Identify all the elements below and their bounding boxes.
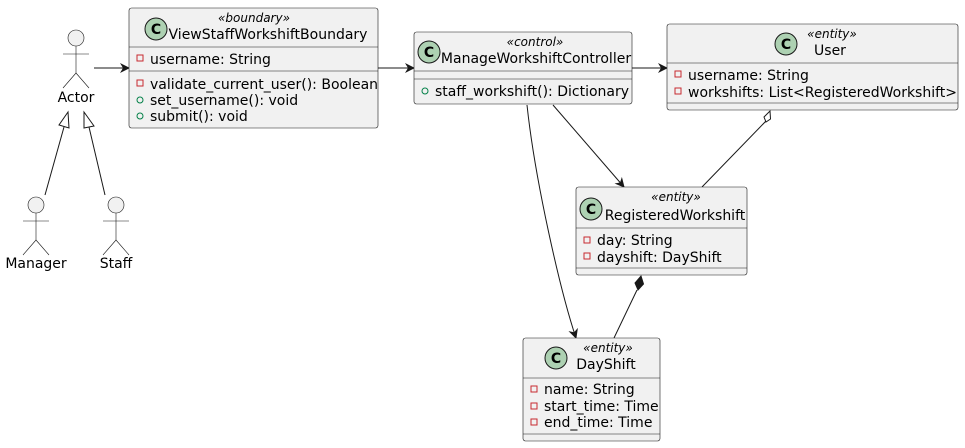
composition-diamond (634, 274, 645, 291)
public-visibility-icon (136, 112, 144, 120)
private-visibility-icon (583, 236, 591, 244)
private-visibility-icon (674, 70, 682, 78)
attribute: name: String (544, 382, 635, 398)
class-icon-letter: C (151, 22, 161, 38)
class-icon-letter: C (781, 37, 791, 53)
edge-staff-to-actor (88, 126, 106, 196)
method: validate_current_user(): Boolean (150, 77, 378, 93)
private-visibility-icon (530, 385, 538, 393)
class-stereotype: «entity» (651, 190, 701, 204)
edge-control-to-registered (552, 104, 625, 188)
class-name: DayShift (576, 357, 636, 373)
attribute: username: String (688, 68, 809, 84)
private-visibility-icon (530, 402, 538, 410)
private-visibility-icon (674, 87, 682, 95)
class-icon-letter: C (551, 351, 561, 367)
edge-control-to-dayshift (526, 104, 578, 339)
class-type-icon (774, 32, 798, 56)
private-visibility-icon (136, 54, 144, 62)
class-stereotype: «entity» (583, 341, 633, 355)
class-type-icon (144, 17, 168, 41)
class-stereotype: «boundary» (218, 11, 290, 25)
class-stereotype: «control» (507, 35, 564, 49)
actor-label: Staff (100, 256, 133, 272)
class-registered-workshift: C «entity» RegisteredWorkshift day: Stri… (575, 186, 748, 276)
public-visibility-icon (421, 87, 429, 95)
actor-label: Actor (58, 90, 95, 106)
method: submit(): void (150, 109, 248, 125)
method: set_username(): void (150, 93, 298, 109)
generalization-triangle-manager (58, 110, 70, 129)
class-type-icon (579, 197, 603, 221)
class-name: ViewStaffWorkshiftBoundary (169, 27, 368, 43)
attribute: start_time: Time (544, 399, 659, 415)
aggregation-diamond (763, 109, 772, 123)
actor-staff: Staff (100, 196, 133, 272)
actor-head (107, 196, 125, 214)
private-visibility-icon (136, 79, 144, 87)
class-icon-letter: C (586, 202, 596, 218)
class-stereotype: «entity» (807, 27, 857, 41)
public-visibility-icon (136, 96, 144, 104)
actor-label: Manager (5, 256, 67, 272)
class-name: RegisteredWorkshift (605, 208, 746, 224)
edge-manager-to-actor (44, 126, 65, 196)
private-visibility-icon (583, 252, 591, 260)
class-type-icon (417, 40, 441, 64)
attribute: end_time: Time (544, 415, 652, 431)
class-user: C «entity» User username: String workshi… (666, 23, 959, 111)
relations (44, 63, 772, 339)
attribute: dayshift: DayShift (597, 250, 722, 266)
actor-actor: Actor (58, 29, 95, 106)
generalization-triangle-staff (83, 110, 95, 129)
class-manage-workshift-controller: C «control» ManageWorkshiftController st… (413, 31, 633, 105)
actor-manager: Manager (5, 196, 67, 272)
actor-head (67, 29, 85, 47)
actor-head (27, 196, 45, 214)
class-day-shift: C «entity» DayShift name: String start_t… (522, 337, 661, 442)
edge-user-registered-aggregation (701, 120, 767, 188)
class-type-icon (544, 346, 568, 370)
class-view-staff-workshift-boundary: C «boundary» ViewStaffWorkshiftBoundary … (128, 7, 379, 129)
attribute: workshifts: List<RegisteredWorkshift> (688, 85, 957, 101)
attribute: username: String (150, 52, 271, 68)
method: staff_workshift(): Dictionary (435, 84, 629, 100)
class-name: ManageWorkshiftController (441, 51, 631, 67)
private-visibility-icon (530, 418, 538, 426)
attribute: day: String (597, 233, 673, 249)
class-name: User (814, 43, 846, 59)
edge-registered-dayshift-composition (613, 289, 638, 339)
class-icon-letter: C (424, 45, 434, 61)
